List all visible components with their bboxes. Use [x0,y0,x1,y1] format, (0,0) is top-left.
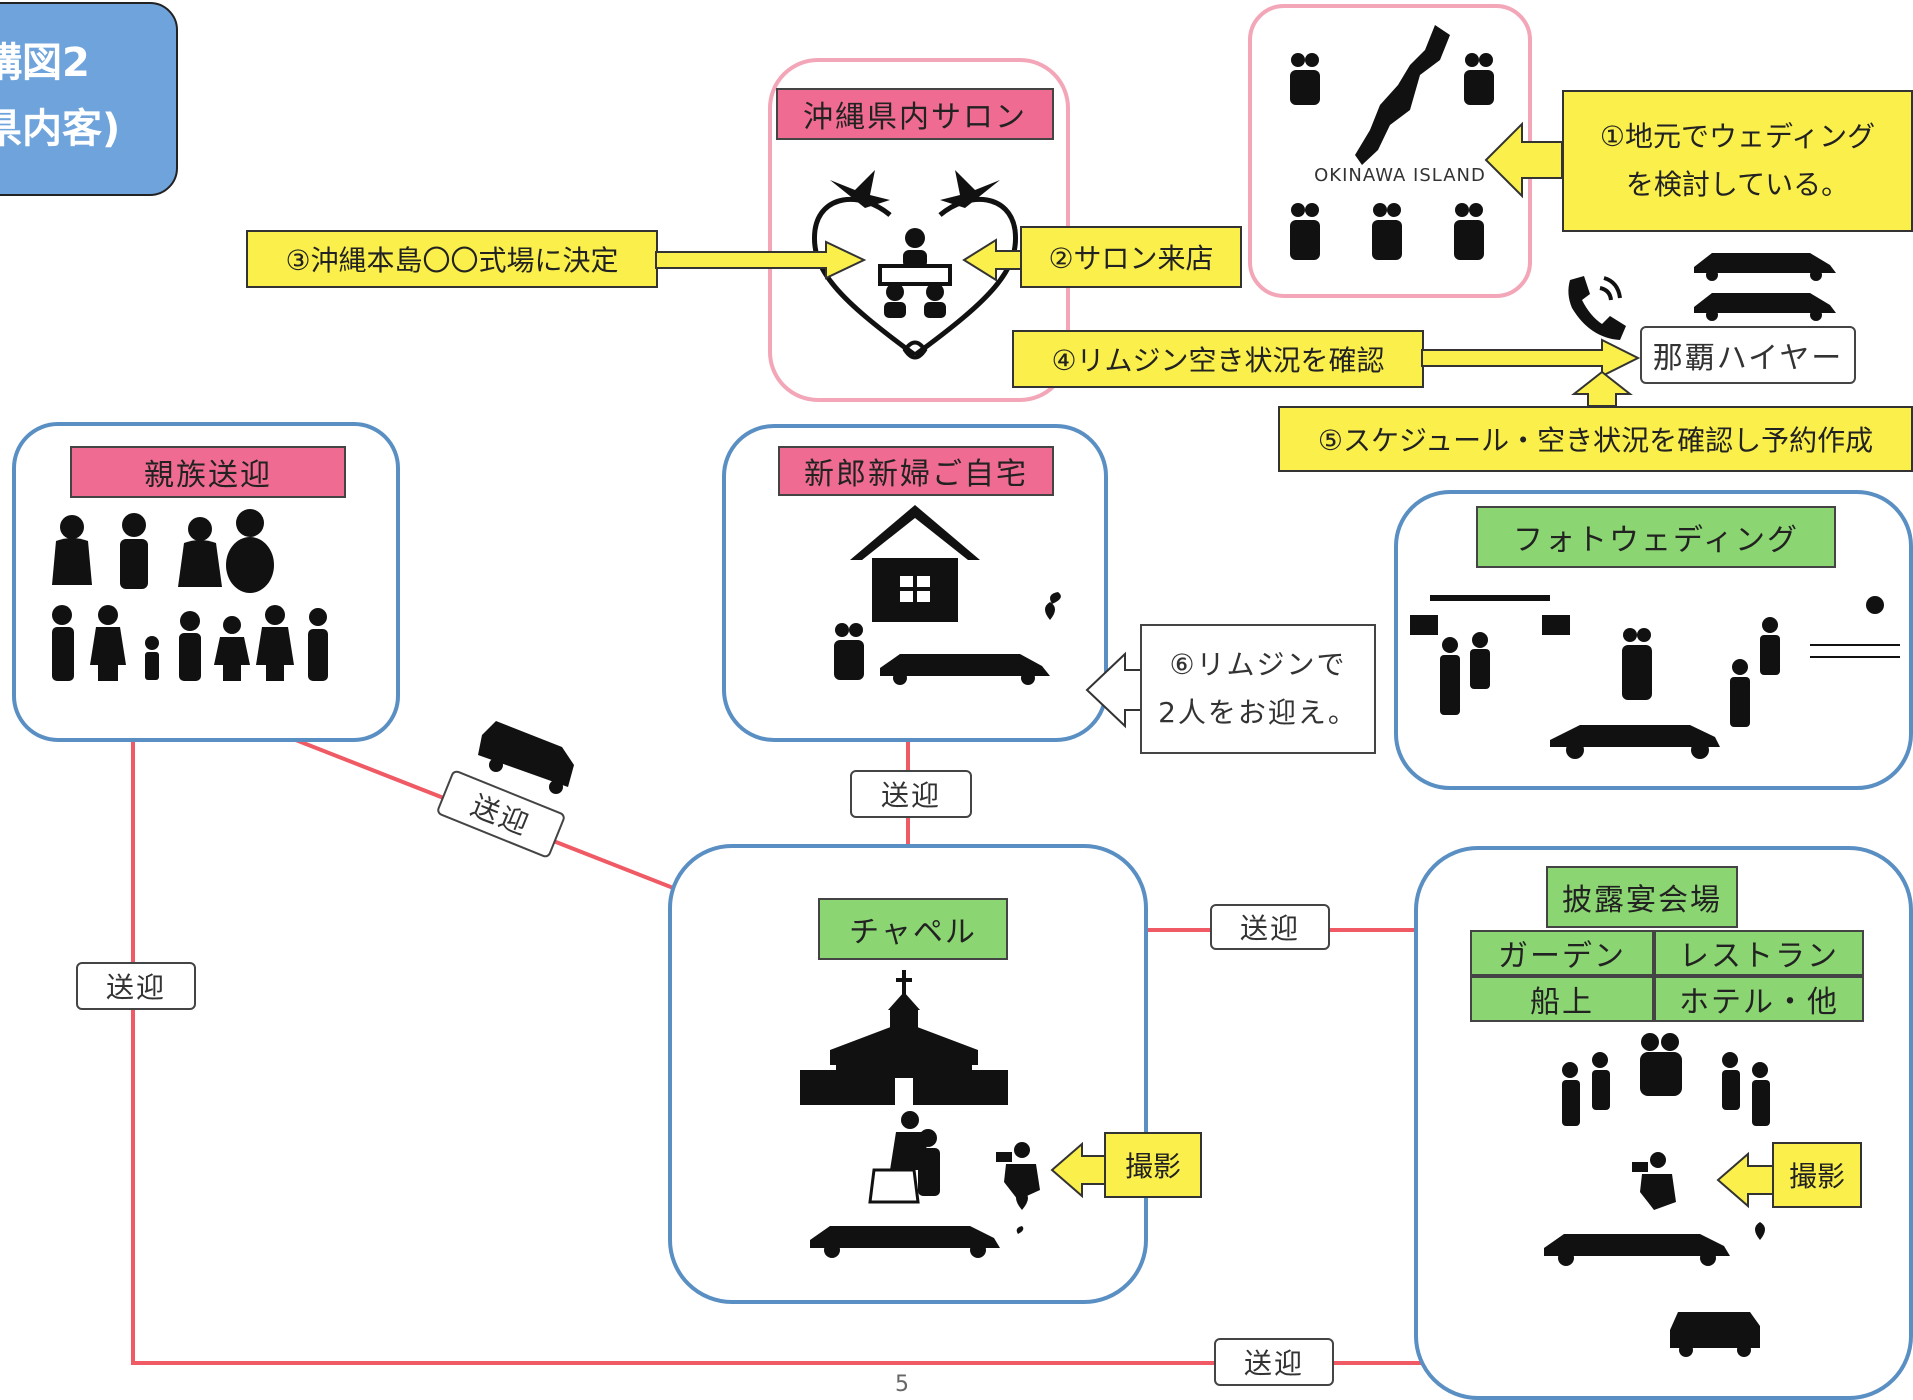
heart-icon [1016,1190,1028,1234]
photo-wedding-label: フォトウェディング [1476,506,1836,568]
van-icon [478,721,574,794]
house-icon [834,505,1061,685]
photo2-arrow [1716,1151,1777,1209]
studio-icon [1410,595,1900,759]
wedding-couple-icon [868,1111,940,1204]
okinawa-island-label: OKINAWA ISLAND [1314,165,1486,186]
step1-callout: ①地元でウェディング を検討している。 [1562,90,1913,232]
step1-arrow [1484,121,1563,199]
edge-label-bottom-van: 送迎 [1214,1338,1334,1386]
step4-callout: ④リムジン空き状況を確認 [1012,330,1424,388]
couple-icon [1290,53,1494,260]
photographer-icon [996,1142,1040,1200]
salon-label: 沖縄県内サロン [776,88,1054,140]
family-icon [52,509,328,681]
heart-icon [1045,592,1061,620]
chapel-label: チャペル [818,898,1008,960]
reception-label: 披露宴会場 [1546,866,1738,928]
relatives-label: 親族送迎 [70,446,346,498]
photographer-icon [1632,1152,1676,1210]
diagram-title: 構図2 県内客) [0,2,178,196]
step4-arrow [1421,338,1641,378]
salon-heart-doves-icon [811,170,1019,360]
reception-people-icon [1544,1033,1770,1357]
photo2-callout: 撮影 [1772,1142,1862,1208]
couple-icon [834,623,864,680]
step5-arrow [1571,370,1633,407]
step3-callout: ③沖縄本島〇〇式場に決定 [246,230,658,288]
heart-icon [1755,1222,1765,1240]
dove-icon [940,170,1000,208]
venue-garden: ガーデン [1470,930,1654,976]
page-number: 5 [895,1372,909,1397]
venue-hotel: ホテル・他 [1654,976,1864,1022]
step6-arrow [1085,651,1146,729]
limousine-icon [810,1226,1000,1258]
naha-hire-label: 那覇ハイヤー [1640,326,1856,384]
church-icon [800,970,1040,1258]
sun-icon [1866,596,1884,614]
venue-restaurant: レストラン [1654,930,1864,976]
step2-callout: ②サロン来店 [1020,226,1242,288]
meeting-icon [878,228,952,318]
step3-arrow [655,240,867,280]
dove-icon [830,170,890,208]
venue-ship: 船上 [1470,976,1654,1022]
van-icon [1670,1312,1760,1357]
phone-icon [1568,276,1626,340]
edge-label-home-chapel: 送迎 [850,770,972,818]
okinawa-map-icon [1290,25,1494,260]
step6-callout: ⑥リムジンで 2人をお迎え。 [1140,624,1376,754]
limousine-icon [1694,253,1836,321]
step5-callout: ⑤スケジュール・空き状況を確認し予約作成 [1278,406,1913,472]
limousine-icon [880,654,1050,685]
edge-label-relatives-bottom: 送迎 [76,962,196,1010]
limousine-icon [1544,1234,1730,1266]
edge-label-chapel-reception: 送迎 [1210,904,1330,950]
couple-home-label: 新郎新婦ご自宅 [778,446,1054,496]
photo1-arrow [1050,1141,1111,1199]
photo1-callout: 撮影 [1104,1132,1202,1198]
step2-arrow [962,238,1023,282]
